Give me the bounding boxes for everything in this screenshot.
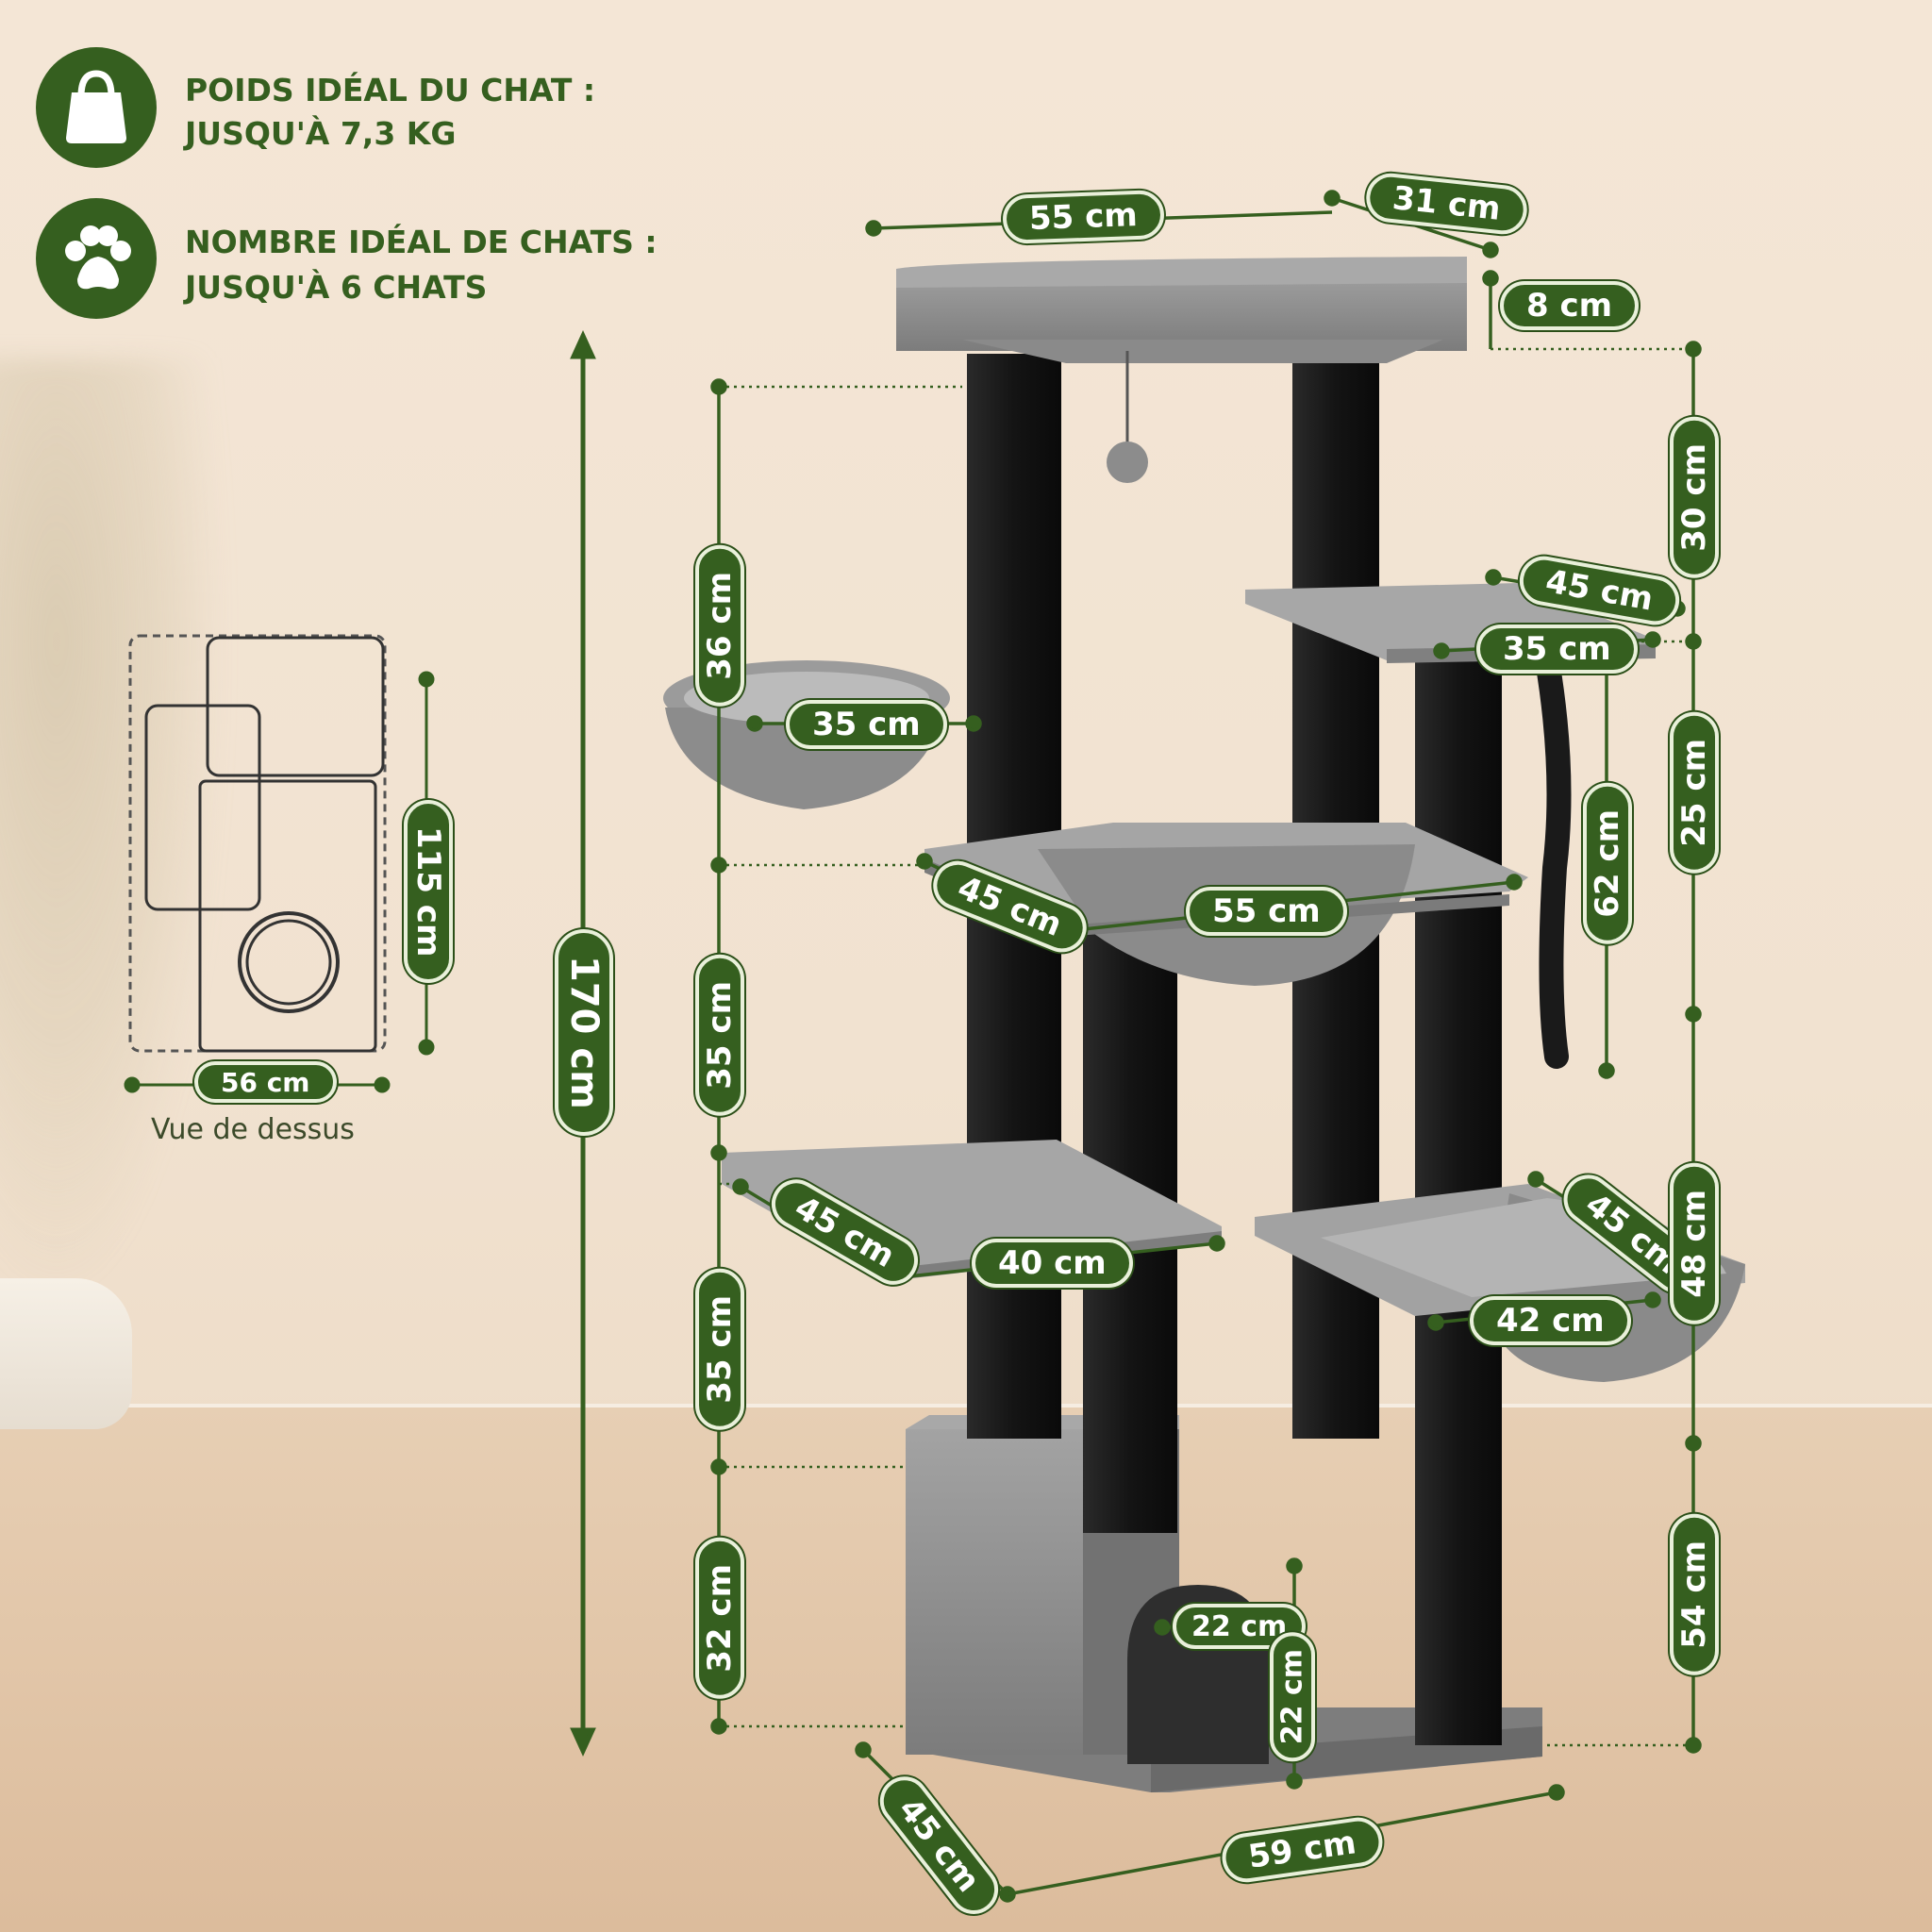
paw-icon bbox=[36, 198, 157, 319]
left-basket-width-label: 35 cm bbox=[786, 700, 947, 749]
baseboard bbox=[0, 1404, 1932, 1407]
right-gap-bottom-label: 54 cm bbox=[1670, 1514, 1719, 1675]
top-thickness-label: 8 cm bbox=[1500, 281, 1640, 330]
gap-right-upper-label: 25 cm bbox=[1670, 712, 1719, 874]
cat-weight-value: JUSQU'À 7,3 KG bbox=[185, 115, 457, 152]
top-view-sketch bbox=[128, 634, 387, 1053]
top-view-depth-label: 115 cm bbox=[404, 800, 453, 984]
right-basket-width-label: 42 cm bbox=[1470, 1296, 1631, 1345]
cat-count-value: JUSQU'À 6 CHATS bbox=[185, 269, 488, 306]
cat-weight-title: POIDS IDÉAL DU CHAT : bbox=[185, 72, 596, 108]
top-view-width-label: 56 cm bbox=[194, 1061, 337, 1103]
bag-icon bbox=[36, 47, 157, 168]
cat-count-title: NOMBRE IDÉAL DE CHATS : bbox=[185, 224, 658, 260]
total-height-label: 170 cm bbox=[555, 929, 613, 1136]
left-platform-width-label: 40 cm bbox=[972, 1239, 1133, 1288]
left-basket-gap-label: 36 cm bbox=[695, 545, 744, 707]
door-height-label: 22 cm bbox=[1270, 1632, 1315, 1762]
top-view-caption: Vue de dessus bbox=[151, 1113, 355, 1146]
top-perch bbox=[896, 257, 1467, 483]
top-width-label: 55 cm bbox=[1002, 190, 1165, 244]
top-view-dim-lines bbox=[124, 671, 435, 1093]
condo-height-label: 32 cm bbox=[695, 1538, 744, 1699]
platform-right-depth-label: 35 cm bbox=[1476, 625, 1638, 674]
middle-width-label: 55 cm bbox=[1186, 887, 1347, 936]
rope-length-label: 62 cm bbox=[1583, 783, 1632, 944]
plant-pot bbox=[0, 1278, 132, 1429]
left-gap-middle-label: 35 cm bbox=[695, 955, 744, 1116]
right-gap-lower-label: 48 cm bbox=[1670, 1163, 1719, 1324]
top-gap-label: 30 cm bbox=[1670, 417, 1719, 578]
plant-background bbox=[0, 358, 226, 1302]
left-gap-lower-label: 35 cm bbox=[695, 1269, 744, 1430]
